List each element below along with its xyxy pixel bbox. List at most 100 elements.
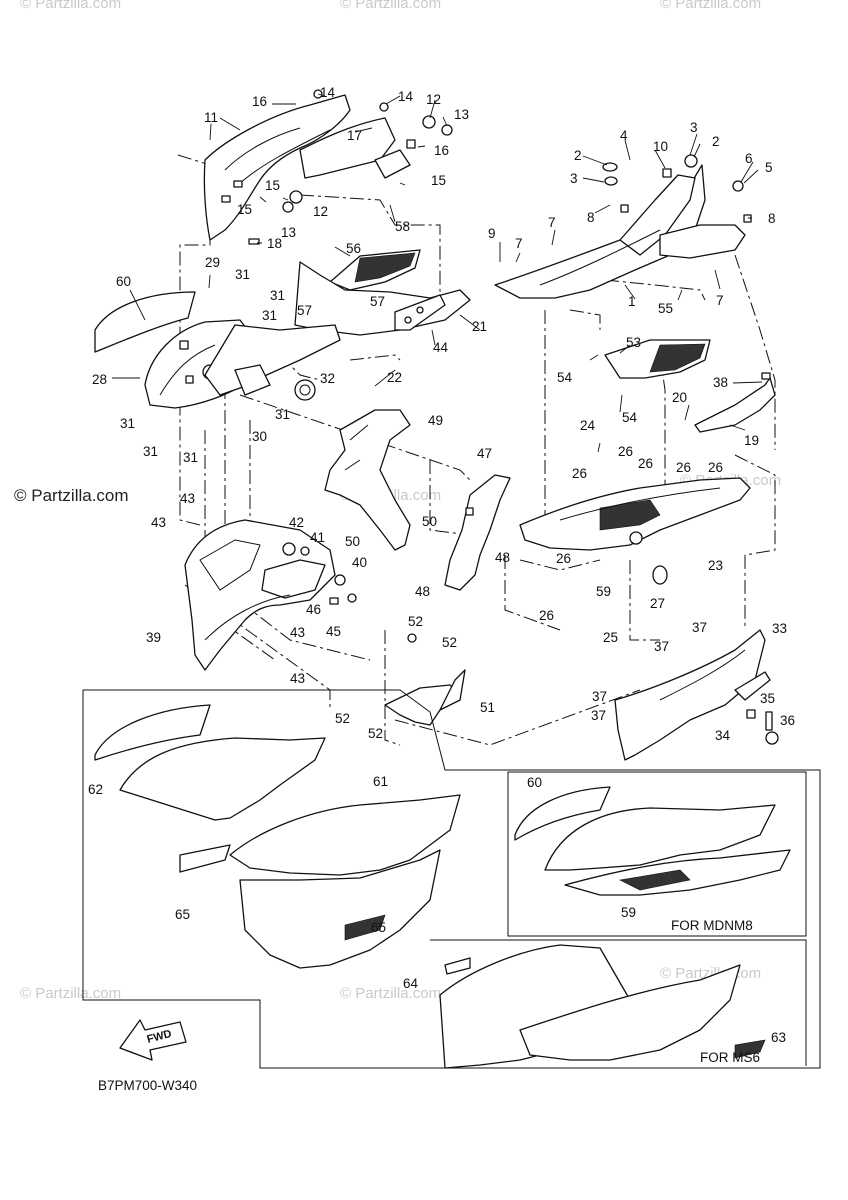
callout-number-31: 31: [270, 288, 285, 303]
upper-grille-56[interactable]: [329, 249, 421, 291]
callout-number-7: 7: [548, 215, 556, 230]
callout-number-37: 37: [692, 620, 707, 635]
inset-ms6-parts[interactable]: [439, 944, 766, 1069]
callout-number-60: 60: [527, 775, 542, 790]
callout-number-45: 45: [326, 624, 341, 639]
callout-number-31: 31: [120, 416, 135, 431]
callout-number-15: 15: [431, 173, 446, 188]
callout-number-52: 52: [335, 711, 350, 726]
brand-label: © Partzilla.com: [14, 486, 129, 505]
callout-number-31: 31: [143, 444, 158, 459]
callout-number-28: 28: [92, 372, 107, 387]
inset-ms6-frame: [430, 939, 807, 1066]
callout-number-64: 64: [403, 976, 419, 991]
inset-mdnm8-label: FOR MDNM8: [671, 918, 753, 933]
callout-number-17: 17: [347, 128, 362, 143]
callout-number-18: 18: [267, 236, 282, 251]
callout-number-14: 14: [320, 85, 336, 100]
front-lower-cover[interactable]: [184, 519, 336, 671]
callout-number-26: 26: [539, 608, 554, 623]
callout-number-43: 43: [151, 515, 166, 530]
watermark: © Partzilla.com: [20, 985, 121, 1002]
callout-number-12: 12: [426, 92, 441, 107]
callout-number-19: 19: [744, 433, 759, 448]
callout-number-34: 34: [715, 728, 731, 743]
grommet-27[interactable]: [652, 565, 668, 585]
callout-number-31: 31: [235, 267, 250, 282]
callout-number-40: 40: [352, 555, 367, 570]
center-tray[interactable]: [204, 324, 341, 401]
callout-number-60: 60: [116, 274, 131, 289]
callout-number-52: 52: [442, 635, 457, 650]
callout-number-15: 15: [237, 202, 252, 217]
washers-2-3-6[interactable]: [602, 154, 752, 223]
callout-number-48: 48: [415, 584, 430, 599]
callout-number-27: 27: [650, 596, 665, 611]
inset-mdnm8-frame: [507, 771, 807, 937]
fasteners-top-left[interactable]: [248, 89, 453, 245]
callout-number-11: 11: [204, 110, 218, 125]
callout-number-50: 50: [345, 534, 360, 549]
lower-cover-51[interactable]: [384, 633, 466, 726]
side-panel-decal[interactable]: [94, 291, 196, 353]
inner-panel-21[interactable]: [294, 261, 471, 336]
right-grille-53[interactable]: [604, 339, 711, 379]
right-side-cover[interactable]: [494, 164, 746, 299]
clips-40-45-46[interactable]: [329, 574, 357, 605]
callout-number-7: 7: [716, 293, 724, 308]
watermark: © Partzilla.com: [340, 985, 441, 1002]
bolts-34-36[interactable]: [746, 709, 779, 745]
callout-number-43: 43: [290, 625, 305, 640]
callout-number-7: 7: [515, 236, 523, 251]
callout-number-24: 24: [580, 418, 596, 433]
inset-variant-panels[interactable]: [94, 704, 461, 969]
inset-mdnm8-parts[interactable]: [514, 786, 791, 896]
callout-number-9: 9: [488, 226, 496, 241]
callout-number-26: 26: [572, 466, 587, 481]
leader-lines: [112, 93, 763, 453]
callout-number-48: 48: [495, 550, 510, 565]
inset-frame: [82, 689, 821, 1069]
bolt-41-42[interactable]: [282, 542, 310, 556]
step-cover-19[interactable]: [694, 372, 776, 433]
center-bracket-49[interactable]: [324, 409, 411, 551]
callout-number-61: 61: [373, 774, 388, 789]
callout-number-8: 8: [587, 210, 595, 225]
callout-number-57: 57: [370, 294, 385, 309]
callout-number-33: 33: [772, 621, 787, 636]
callout-number-3: 3: [690, 120, 698, 135]
callout-number-2: 2: [574, 148, 582, 163]
callout-number-3: 3: [570, 171, 578, 186]
callout-number-38: 38: [713, 375, 728, 390]
callout-number-39: 39: [146, 630, 161, 645]
callout-number-42: 42: [289, 515, 304, 530]
callout-number-43: 43: [180, 491, 195, 506]
callout-number-29: 29: [205, 255, 220, 270]
inset-ms6-label: FOR MS6: [700, 1050, 760, 1065]
callout-number-58: 58: [395, 219, 410, 234]
floorboard-23[interactable]: [519, 477, 751, 551]
callout-number-51: 51: [480, 700, 495, 715]
callout-number-31: 31: [183, 450, 198, 465]
floor-bracket-47[interactable]: [444, 474, 511, 591]
callout-number-23: 23: [708, 558, 723, 573]
callout-number-56: 56: [346, 241, 361, 256]
callout-number-5: 5: [765, 160, 773, 175]
callout-number-65: 65: [371, 920, 386, 935]
front-upper-cowl[interactable]: [203, 94, 411, 241]
callout-number-26: 26: [556, 551, 571, 566]
callout-number-37: 37: [592, 689, 607, 704]
callout-number-4: 4: [620, 128, 628, 143]
watermark: © Partzilla.com: [20, 0, 121, 12]
callout-number-52: 52: [368, 726, 383, 741]
callout-number-25: 25: [603, 630, 618, 645]
fwd-arrow-icon: FWD: [119, 1019, 187, 1061]
callout-number-63: 63: [771, 1030, 786, 1045]
rear-lower-cover[interactable]: [614, 629, 771, 761]
watermark: © Partzilla.com: [340, 0, 441, 12]
callout-number-14: 14: [398, 89, 414, 104]
callout-number-46: 46: [306, 602, 321, 617]
callout-number-59: 59: [596, 584, 611, 599]
callout-number-50: 50: [422, 514, 437, 529]
callout-number-53: 53: [626, 335, 641, 350]
